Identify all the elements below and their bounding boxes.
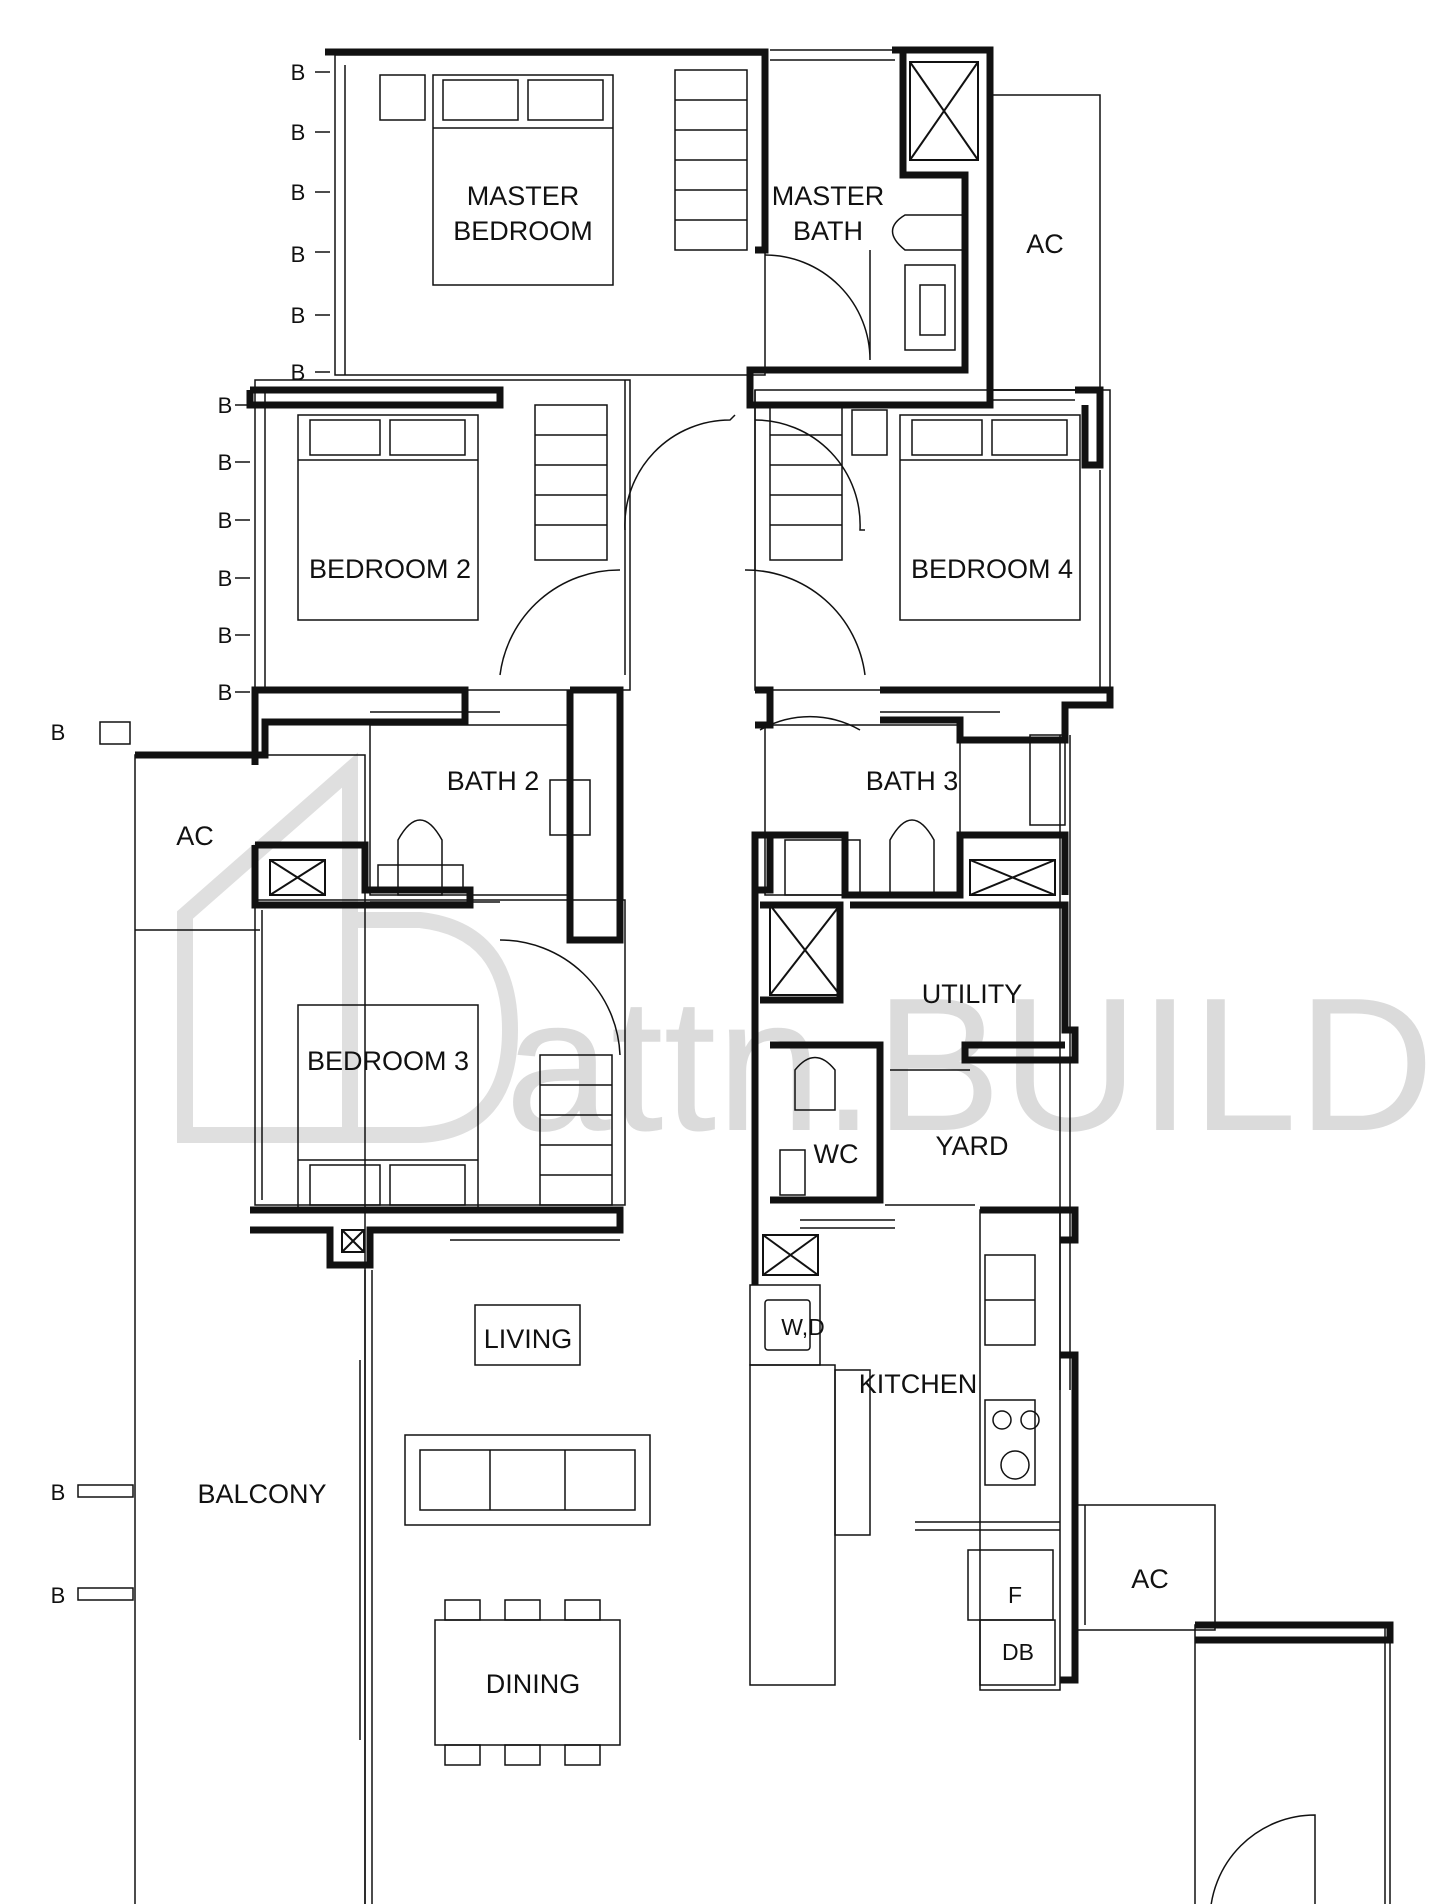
- bedroom-3-label: BEDROOM 3: [307, 1046, 469, 1076]
- yard-label: YARD: [935, 1131, 1008, 1161]
- db-label: DB: [1002, 1639, 1034, 1665]
- bay-marker: B: [218, 623, 233, 648]
- bay-marker: B: [218, 450, 233, 475]
- bay-window-labels: B B B B B B B B B B B B B B B B: [51, 60, 306, 1608]
- ac-bottom-label: AC: [1131, 1564, 1169, 1594]
- kitchen-label: KITCHEN: [859, 1369, 978, 1399]
- bay-marker: B: [218, 680, 233, 705]
- bath-2-label: BATH 2: [447, 766, 540, 796]
- master-bath-label-line2: BATH: [793, 216, 863, 246]
- structural-walls: [135, 46, 1394, 1684]
- watermark-house-icon: [177, 752, 358, 1143]
- fridge-label: F: [1008, 1582, 1022, 1608]
- ac-top-label: AC: [1026, 229, 1064, 259]
- bay-marker: B: [291, 360, 306, 385]
- master-bedroom-label-line1: MASTER: [467, 181, 580, 211]
- bay-marker: B: [291, 303, 306, 328]
- bay-marker: B: [291, 120, 306, 145]
- watermark-text: attn.BUILD: [505, 959, 1434, 1171]
- bay-marker: B: [291, 242, 306, 267]
- utility-label: UTILITY: [922, 979, 1023, 1009]
- bay-window-brackets: [77, 71, 330, 1601]
- bay-marker: B: [218, 393, 233, 418]
- bedroom-2-label: BEDROOM 2: [309, 554, 471, 584]
- bay-marker: B: [218, 566, 233, 591]
- balcony-label: BALCONY: [197, 1479, 326, 1509]
- bay-marker: B: [51, 720, 66, 745]
- bedroom-4-label: BEDROOM 4: [911, 554, 1073, 584]
- bath-3-label: BATH 3: [866, 766, 959, 796]
- master-bath-label-line1: MASTER: [772, 181, 885, 211]
- living-label: LIVING: [484, 1324, 573, 1354]
- wc-label: WC: [814, 1139, 859, 1169]
- bay-marker: B: [218, 508, 233, 533]
- washer-dryer-label: W,D: [781, 1314, 824, 1340]
- dining-label: DINING: [486, 1669, 581, 1699]
- bay-marker: B: [51, 1583, 66, 1608]
- bay-marker: B: [291, 180, 306, 205]
- room-labels: MASTER BEDROOM MASTER BATH AC BEDROOM 2 …: [176, 181, 1169, 1699]
- master-bedroom-label-line2: BEDROOM: [453, 216, 593, 246]
- ac-left-label: AC: [176, 821, 214, 851]
- bay-marker: B: [51, 1480, 66, 1505]
- bay-marker: B: [291, 60, 306, 85]
- watermark: attn.BUILD: [177, 752, 1434, 1171]
- watermark-d-icon: [350, 912, 519, 1143]
